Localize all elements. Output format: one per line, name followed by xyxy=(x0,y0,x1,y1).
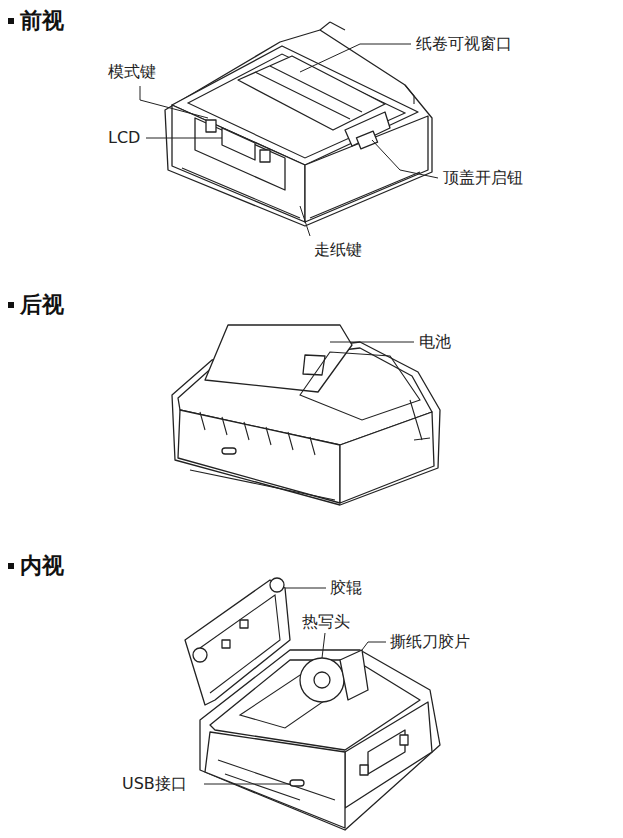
front-view-printer xyxy=(165,22,432,226)
back-view-printer xyxy=(172,325,440,505)
part-label: 顶盖开启钮 xyxy=(443,168,523,188)
part-label: 热写头 xyxy=(302,612,350,632)
view-heading: 前视 xyxy=(20,8,64,34)
part-label: 电池 xyxy=(419,332,451,352)
part-label: 撕纸刀胶片 xyxy=(390,632,470,652)
part-label: 模式键 xyxy=(108,62,156,82)
heading-bullet xyxy=(8,563,14,569)
inner-view-printer xyxy=(185,578,440,830)
part-label: 胶辊 xyxy=(330,578,362,598)
part-label: 纸卷可视窗口 xyxy=(416,34,512,54)
heading-bullet xyxy=(8,302,14,308)
part-label: 走纸键 xyxy=(314,240,362,260)
part-label: USB接口 xyxy=(122,774,187,794)
heading-bullet xyxy=(8,18,14,24)
view-heading: 后视 xyxy=(20,292,64,318)
view-heading: 内视 xyxy=(20,553,64,579)
part-label: LCD xyxy=(108,128,140,148)
leader-lines xyxy=(140,44,438,784)
